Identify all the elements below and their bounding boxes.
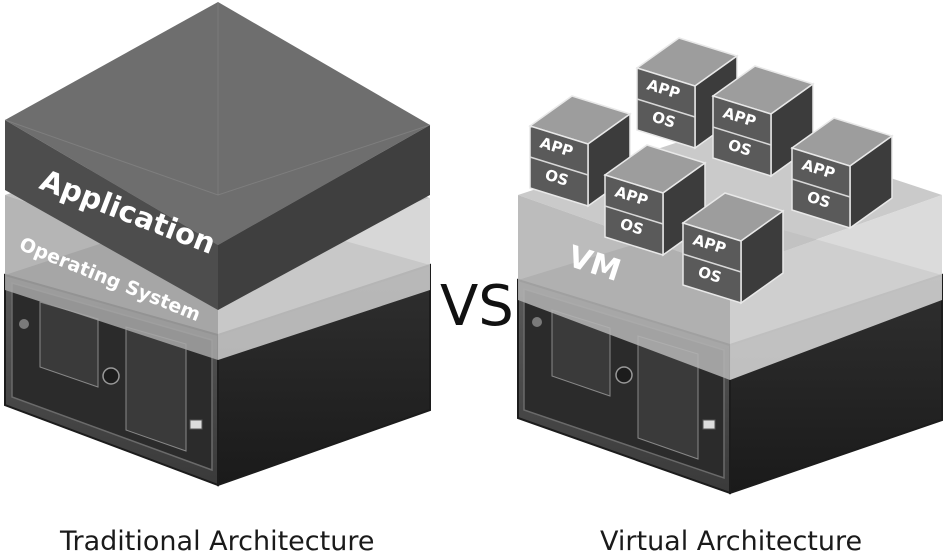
power-button bbox=[102, 367, 120, 385]
vs-label: VS bbox=[440, 274, 514, 339]
vm-box-divider bbox=[682, 253, 742, 273]
vm-box-divider bbox=[604, 205, 664, 225]
vm-box-divider bbox=[636, 98, 696, 118]
vm-box-divider bbox=[529, 156, 589, 176]
vm-box-divider bbox=[791, 178, 851, 198]
traditional-caption: Traditional Architecture bbox=[60, 526, 375, 557]
server-led bbox=[19, 319, 29, 329]
traditional-stack: Application Operating System bbox=[4, 2, 431, 487]
virtual-caption: Virtual Architecture bbox=[600, 526, 863, 557]
vm-box-divider bbox=[712, 126, 772, 146]
application-layer bbox=[4, 2, 431, 310]
usb-port bbox=[189, 419, 203, 430]
